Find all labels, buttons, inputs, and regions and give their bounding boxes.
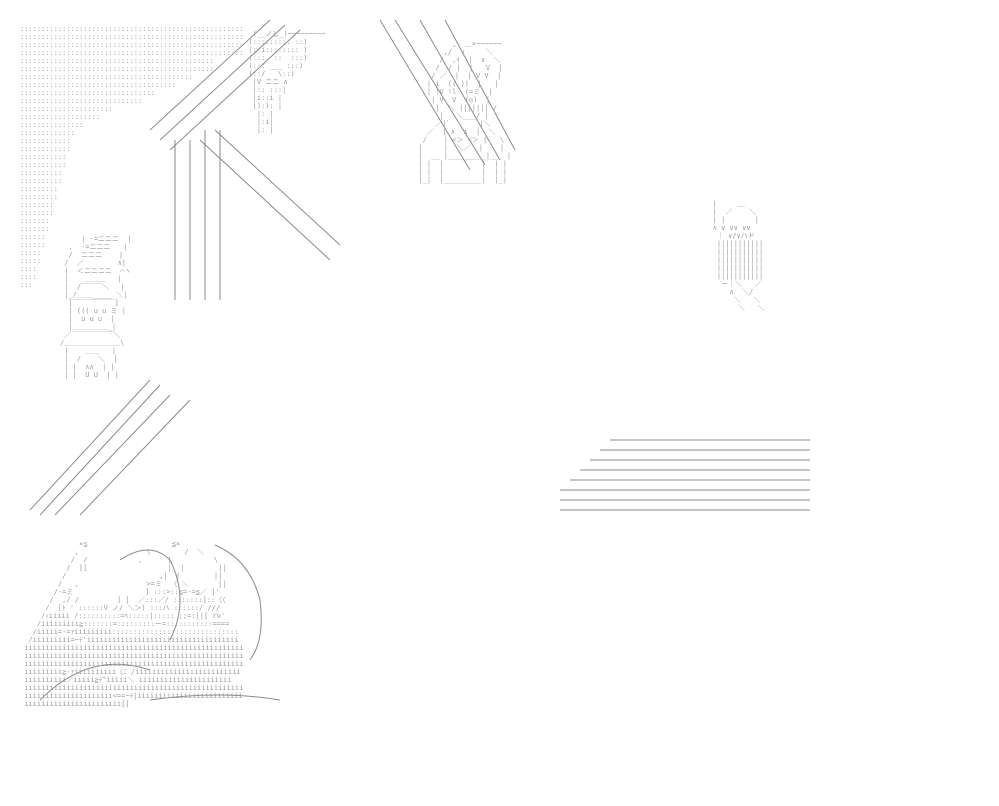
- ascii-figure-bottom: ×≦ ≦× , , \ / ＼ / / , | \ / [[ | | || /: [24, 540, 244, 708]
- ascii-figure-tan: | ＿ | ／ ＼ | | | ∧ ∨ ∨∨ ∨∨ ｜ ∨/∨ハド ||||||…: [712, 200, 765, 312]
- ascii-stack-left: | -=ニニニ | , -=ニニニ | / ニニニ | / ／ ∧| | ＜ニニ…: [60, 235, 132, 379]
- drape-lines: [560, 439, 810, 511]
- ascii-dots-left: ::::::::::::::::::::::::::::::::::::::::…: [20, 25, 244, 289]
- ascii-figure-zhang: ,- ＿×~~~~~~ ,/ ∨ ＼ / ,ｲ | ∨ ＼ / / | | V …: [418, 40, 512, 184]
- ascii-figure-center: (__ノし_)~~~~~~~~~ (::::::::: ::) (: i::::…: [248, 30, 326, 134]
- figure-outline: [39, 544, 281, 701]
- diagonal-beams: [199, 19, 516, 261]
- railing-lines: [29, 19, 301, 516]
- pillar-lines: [174, 130, 221, 300]
